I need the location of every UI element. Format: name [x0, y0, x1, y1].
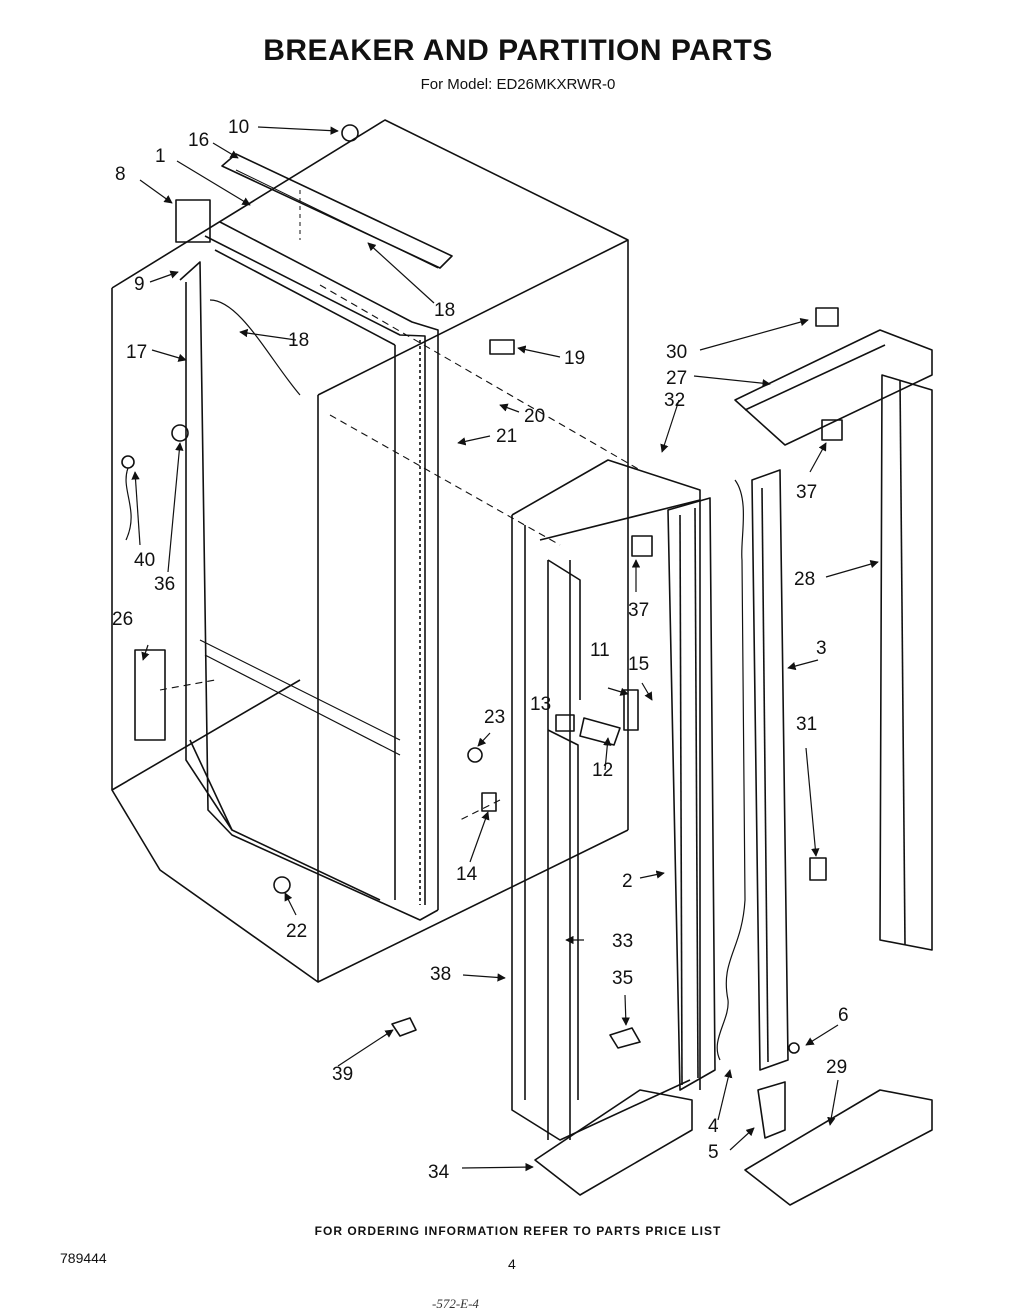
ordering-info-note: FOR ORDERING INFORMATION REFER TO PARTS … [314, 1224, 722, 1238]
page-number: 4 [508, 1256, 516, 1272]
callout-2: 2 [622, 871, 633, 892]
cabinet-liner [111, 119, 629, 983]
bottom-trims [534, 1089, 933, 1206]
model-line: For Model: ED26MKXRWR-0 [420, 76, 616, 93]
pad-13 [555, 714, 575, 732]
callout-3: 3 [816, 638, 827, 659]
assembly-lines [159, 284, 641, 821]
callout-37b: 37 [628, 600, 649, 621]
bracket-12 [579, 717, 621, 746]
callout-15: 15 [628, 654, 649, 675]
outer-trim-cover [734, 329, 933, 951]
callout-10: 10 [228, 117, 249, 138]
block-11 [623, 689, 639, 731]
callout-1: 1 [155, 146, 166, 167]
callout-21: 21 [496, 426, 517, 447]
callout-18: 18 [434, 300, 455, 321]
callout-6: 6 [838, 1005, 849, 1026]
callout-29: 29 [826, 1057, 847, 1078]
callout-22: 22 [286, 921, 307, 942]
callout-5: 5 [708, 1142, 719, 1163]
page-title: BREAKER AND PARTITION PARTS [263, 34, 773, 67]
callout-4: 4 [708, 1116, 719, 1137]
callout-17: 17 [126, 342, 147, 363]
callout-27: 27 [666, 368, 687, 389]
clip-30 [815, 307, 839, 327]
clip-35 [609, 1027, 641, 1049]
callout-8: 8 [115, 164, 126, 185]
bracket-8 [175, 199, 211, 243]
screw-23 [467, 747, 483, 763]
callout-31: 31 [796, 714, 817, 735]
callout-20: 20 [524, 406, 545, 427]
callout-36: 36 [154, 574, 175, 595]
label-26 [134, 649, 166, 741]
callout-26: 26 [112, 609, 133, 630]
clip-37-top [821, 419, 843, 441]
clip-31 [809, 857, 827, 881]
gasket-strip [667, 497, 716, 1091]
sensor-wire-40 [125, 467, 132, 541]
vertical-channel [751, 469, 789, 1071]
clip-39 [391, 1017, 417, 1037]
callout-14: 14 [456, 864, 478, 885]
leader-arrows [131, 126, 879, 1172]
center-partition [511, 459, 701, 1141]
callout-39: 39 [332, 1064, 353, 1085]
callout-32: 32 [664, 390, 685, 411]
callout-18b: 18 [288, 330, 309, 351]
callout-28: 28 [794, 569, 815, 590]
screw-22 [273, 876, 291, 894]
grommet-36 [171, 424, 189, 442]
callout-34: 34 [428, 1162, 450, 1183]
callout-12: 12 [592, 760, 613, 781]
callout-37: 37 [796, 482, 817, 503]
callout-33: 33 [612, 931, 633, 952]
heater-wire [716, 479, 746, 1061]
callout-11: 11 [590, 640, 610, 661]
callout-38: 38 [430, 964, 451, 985]
callout-35: 35 [612, 968, 633, 989]
bracket-19 [489, 339, 515, 355]
bracket-5 [757, 1081, 786, 1139]
document-number: 789444 [60, 1250, 107, 1266]
callout-9: 9 [134, 274, 145, 295]
grommet-10 [341, 124, 359, 142]
callout-19: 19 [564, 348, 585, 369]
screw-6 [788, 1042, 800, 1054]
top-channel-rail [221, 153, 453, 269]
callout-40: 40 [134, 550, 155, 571]
callout-30: 30 [666, 342, 687, 363]
callout-13: 13 [530, 694, 551, 715]
handwritten-note: -572-E-4 [432, 1296, 479, 1311]
breaker-frame [179, 221, 439, 921]
callout-23: 23 [484, 707, 505, 728]
clip-37-mid [631, 535, 653, 557]
callout-16: 16 [188, 130, 209, 151]
sensor-40 [121, 455, 135, 469]
